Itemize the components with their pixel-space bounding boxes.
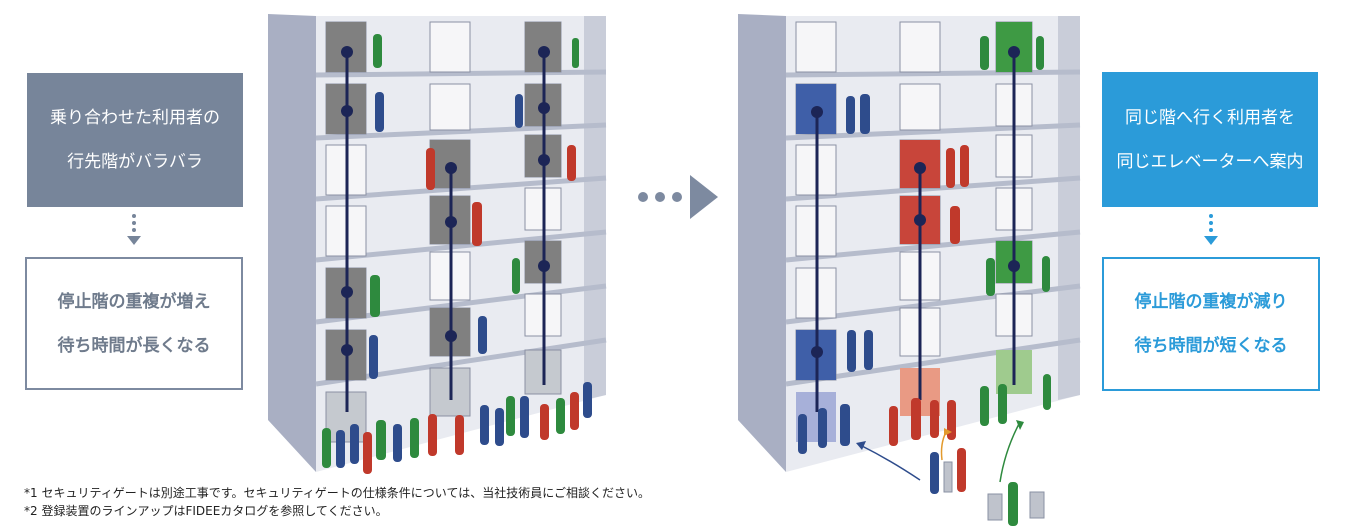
- person-icon: [369, 34, 579, 379]
- crowd: [798, 374, 1051, 526]
- footnote-1: *1 セキュリティゲートは別途工事です。セキュリティゲートの仕様条件については、…: [24, 486, 650, 500]
- footnote-2: *2 登録装置のラインアップはFIDEEカタログを参照してください。: [24, 504, 388, 518]
- footnotes: *1 セキュリティゲートは別途工事です。セキュリティゲートの仕様条件については、…: [24, 484, 650, 520]
- crowd: [322, 382, 592, 474]
- problem-result-box: 停止階の重複が増え 待ち時間が長くなる: [25, 257, 243, 390]
- dotted-down-arrow-icon: [1204, 214, 1218, 245]
- problem-label-box: 乗り合わせた利用者の 行先階がバラバラ: [27, 73, 243, 207]
- right-building: [738, 14, 1081, 526]
- problem-label: 乗り合わせた利用者の 行先階がバラバラ: [50, 108, 220, 172]
- problem-result-label: 停止階の重複が増え 待ち時間が長くなる: [57, 291, 211, 356]
- solution-result-box: 停止階の重複が減り 待ち時間が短くなる: [1102, 257, 1320, 391]
- left-building: [268, 14, 607, 474]
- dotted-down-arrow-icon: [127, 214, 141, 245]
- solution-result-label: 停止階の重複が減り 待ち時間が短くなる: [1134, 292, 1288, 356]
- triple-dot-arrow-icon: [638, 175, 718, 219]
- person-icon: [846, 36, 1050, 372]
- solution-label: 同じ階へ行く利用者を 同じエレベーターへ案内: [1116, 107, 1304, 172]
- solution-label-box: 同じ階へ行く利用者を 同じエレベーターへ案内: [1102, 72, 1318, 207]
